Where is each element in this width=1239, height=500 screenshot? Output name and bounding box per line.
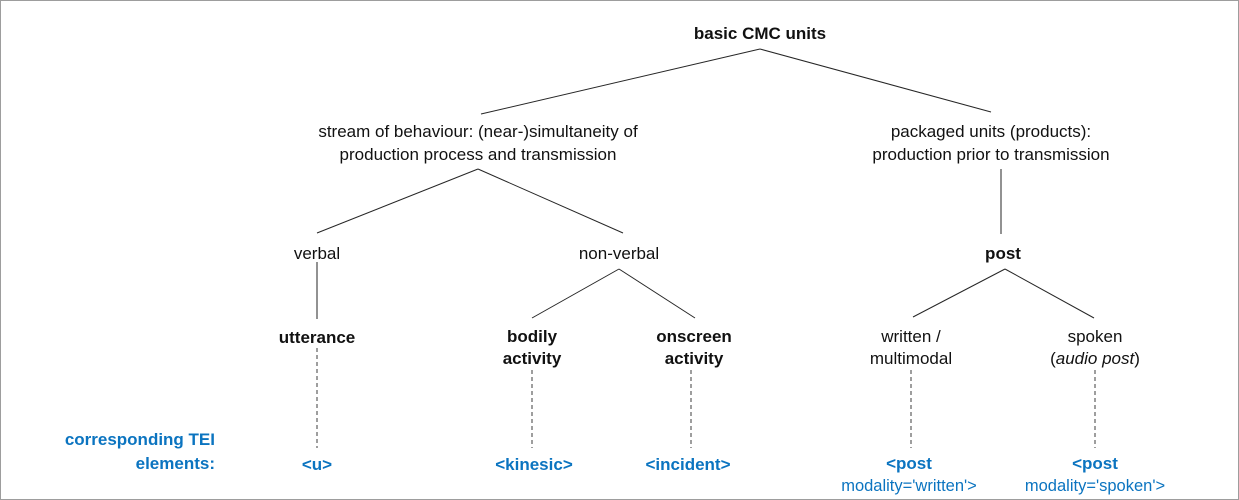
node-written-multimodal: written / multimodal [870, 326, 952, 370]
edge-root-to-stream [480, 48, 761, 115]
node-stream-of-behaviour: stream of behaviour: (near-)simultaneity… [318, 120, 637, 166]
edge-root-to-packaged [759, 48, 992, 113]
tei-post-written-line2: modality='written'> [841, 477, 977, 495]
node-stream-line1: stream of behaviour: (near-)simultaneity… [318, 122, 638, 141]
node-bodily-line1: bodily [506, 327, 558, 346]
node-non-verbal: non-verbal [578, 244, 660, 263]
node-bodily-line2: activity [502, 349, 562, 368]
edge-nonverbal-to-bodily [531, 268, 620, 319]
node-packaged-units: packaged units (products): production pr… [872, 120, 1109, 166]
tei-post-written-line1: <post [886, 454, 932, 473]
node-basic-cmc-units: basic CMC units [693, 24, 827, 43]
node-spoken-line1: spoken [1067, 327, 1123, 346]
node-spoken-audio-post: spoken (audio post) [1050, 326, 1140, 370]
node-packaged-line2: production prior to transmission [872, 145, 1110, 164]
edge-nonverbal-to-onscreen [618, 268, 696, 319]
spoken-audio-post-italic: audio post [1055, 349, 1135, 368]
tei-caption: corresponding TEI elements: [39, 428, 215, 476]
node-verbal: verbal [293, 244, 341, 263]
tei-caption-line2: elements: [135, 454, 215, 473]
spoken-paren-close: ) [1134, 349, 1140, 368]
node-packaged-line1: packaged units (products): [890, 122, 1092, 141]
node-bodily-activity: bodily activity [503, 326, 562, 370]
node-stream-line2: production process and transmission [339, 145, 617, 164]
node-onscreen-line1: onscreen [656, 327, 732, 346]
node-spoken-line2: (audio post) [1050, 348, 1140, 370]
node-utterance: utterance [278, 328, 356, 347]
tei-element-kinesic: <kinesic> [495, 455, 573, 474]
node-written-line2: multimodal [869, 349, 953, 368]
node-post: post [985, 244, 1021, 263]
node-onscreen-line2: activity [664, 349, 724, 368]
edge-post-to-written [912, 268, 1006, 318]
tei-post-spoken-line1: <post [1072, 454, 1118, 473]
tei-post-spoken-line2: modality='spoken'> [1024, 477, 1166, 495]
tei-element-post-spoken: <post modality='spoken'> [1025, 453, 1165, 497]
edge-post-to-spoken [1004, 268, 1095, 319]
edge-stream-to-verbal [316, 168, 479, 234]
tei-element-post-written: <post modality='written'> [841, 453, 977, 497]
node-written-line1: written / [881, 327, 941, 346]
tei-caption-line1: corresponding TEI [64, 430, 215, 449]
edge-stream-to-nonverbal [477, 168, 624, 234]
node-onscreen-activity: onscreen activity [656, 326, 732, 370]
tei-element-incident: <incident> [645, 455, 731, 474]
tei-element-u: <u> [301, 455, 333, 474]
spoken-paren-open: ( [1050, 349, 1056, 368]
